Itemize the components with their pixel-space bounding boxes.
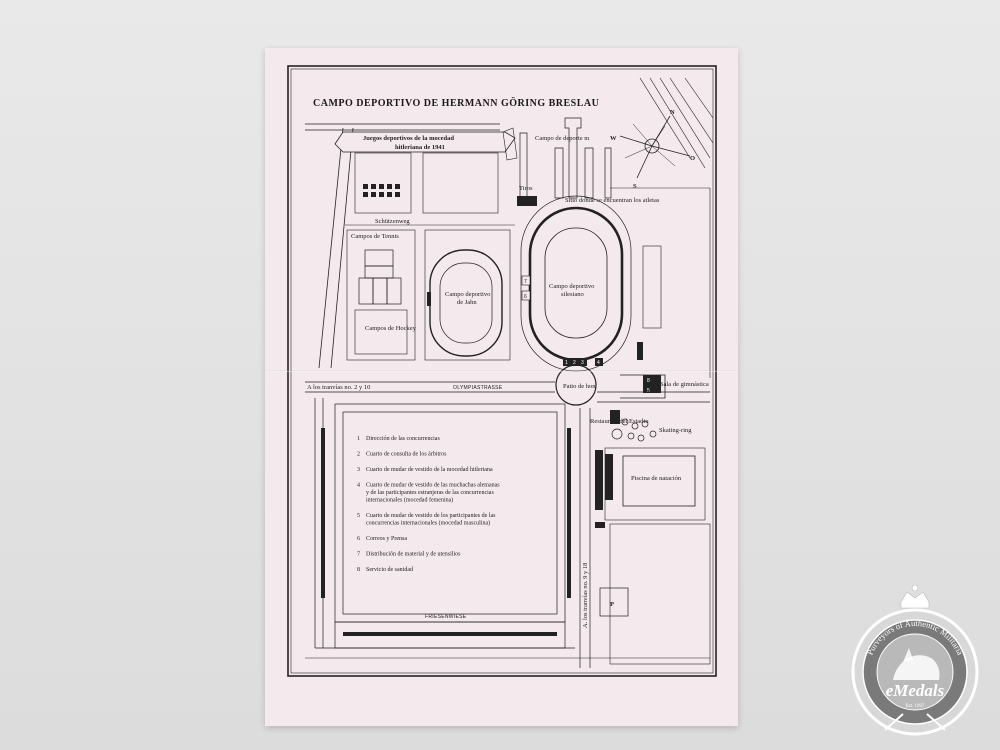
label-jahn-2: de Jahn [457, 299, 477, 306]
label-restaurant: Restaurant del Estadio [590, 418, 648, 425]
stadium-rooms [521, 275, 661, 393]
legend-item-text: Servicio de sanidad [366, 567, 413, 573]
room-1: 1 [565, 360, 568, 366]
legend-number: 7 [357, 552, 360, 558]
room-3: 3 [581, 360, 584, 366]
legend-item-text: Cuarto de mudar de vestido de la mocedad… [366, 467, 493, 473]
label-campo-deporte: Campo de deporte m [535, 135, 589, 142]
patio-de-honor [555, 364, 597, 406]
pool-buildings [595, 450, 613, 528]
crossed-swords-icon [884, 713, 946, 731]
label-jahn-1: Campo deportivo [445, 291, 490, 298]
label-campos-tennis: Campos de Tennis [351, 233, 399, 240]
label-silesiano-1: Campo deportivo [549, 283, 594, 290]
legend-item-text: Distribución de material y de utensilios [366, 552, 461, 558]
map-border [287, 65, 717, 677]
compass-s: S [633, 183, 637, 190]
label-campos-hockey: Campos de Hockey [365, 325, 417, 332]
legend-item-text: Cuarto de mudar de vestido de las muchac… [366, 483, 500, 489]
label-piscina: Piscina de natación [631, 475, 682, 482]
room-2: 2 [573, 360, 576, 366]
label-silesiano-2: silesiano [561, 291, 584, 298]
legend-item-text: Correos y Prensa [366, 536, 407, 542]
site-plan-map: CAMPO DEPORTIVO DE HERMANN GÖRING BRESLA… [287, 65, 717, 677]
tennis-hockey-area [346, 229, 416, 361]
road-west [318, 127, 344, 369]
field-stands [321, 428, 571, 636]
compass-n: N [670, 109, 675, 116]
pool [622, 455, 696, 507]
room-6: 6 [524, 294, 527, 300]
label-tranvias-9-18: A. los tranvías no. 9 y 18 [582, 563, 589, 628]
map-inner-border [290, 68, 714, 674]
compass-rose [619, 115, 691, 179]
legend-number: 4 [357, 483, 360, 489]
banner-line-2: hitleriana de 1941 [395, 144, 445, 151]
crown-icon [900, 584, 930, 609]
label-skating: Skating-ring [659, 427, 692, 434]
room-4: 4 [597, 360, 600, 366]
legend-item-text: concurrencias internacionales (mocedad m… [366, 520, 490, 527]
label-schutzenweg: Schützenweg [375, 218, 410, 225]
compass-w: W [610, 135, 617, 142]
legend-item-text: Dirección de las concurrencias [366, 436, 440, 442]
label-parking: P [610, 601, 614, 608]
legend-number: 8 [357, 567, 360, 573]
skating-ring-trees [621, 418, 657, 442]
legend-number: 1 [357, 436, 360, 442]
road-east [579, 408, 591, 668]
room-8: 8 [647, 378, 650, 384]
tennis-courts [358, 249, 402, 305]
rail-lines [639, 77, 714, 169]
sports-buildings [519, 117, 612, 199]
room-7: 7 [524, 279, 527, 285]
legend-number: 2 [357, 452, 360, 458]
legend-item-text: internacionales (mocedad femenina) [366, 497, 453, 504]
legend-item-text: y de las participantes estranjeras de la… [366, 490, 494, 496]
title-banner [334, 131, 516, 153]
banner-line-1: Juegos deportivos de la mocedad [363, 135, 454, 142]
label-patio: Patio de hon [563, 383, 596, 390]
parking-area [599, 587, 629, 617]
legend-item-text: Cuarto de consulta de los árbitros [366, 452, 447, 458]
road-olympiastrasse [305, 381, 555, 393]
room-5: 5 [647, 388, 650, 394]
legend-number: 5 [357, 513, 360, 519]
map-sheet: CAMPO DEPORTIVO DE HERMANN GÖRING BRESLA… [265, 48, 738, 726]
hockey-field [354, 309, 408, 355]
label-olympiastrasse: OLYMPIASTRASSE [453, 385, 503, 391]
horse-emblem-icon [893, 648, 940, 680]
label-sala-gimnastica: Sala de gimnástica [660, 381, 709, 388]
badge-est: Est. 1997 [906, 704, 925, 709]
label-tranvias-2-10: A los tranvías no. 2 y 10 [307, 384, 370, 391]
map-title: CAMPO DEPORTIVO DE HERMANN GÖRING BRESLA… [313, 96, 599, 109]
label-friesenwiese: FRIESENWIESE [425, 614, 467, 620]
label-sitio-atletas: Sitio donde se encuentran los atletas [565, 197, 660, 204]
legend-number: 6 [357, 536, 360, 542]
badge-brand: eMedals [886, 681, 945, 700]
label-tiros: Tiros [519, 185, 533, 192]
small-buildings [363, 184, 400, 197]
legend-number: 3 [357, 467, 360, 473]
legend-item-text: Cuarto de mudar de vestido de los partic… [366, 513, 496, 519]
compass-o: O [690, 155, 695, 162]
emedals-watermark-badge: Purveyors of Authentic Militaria eMedals… [851, 584, 979, 736]
